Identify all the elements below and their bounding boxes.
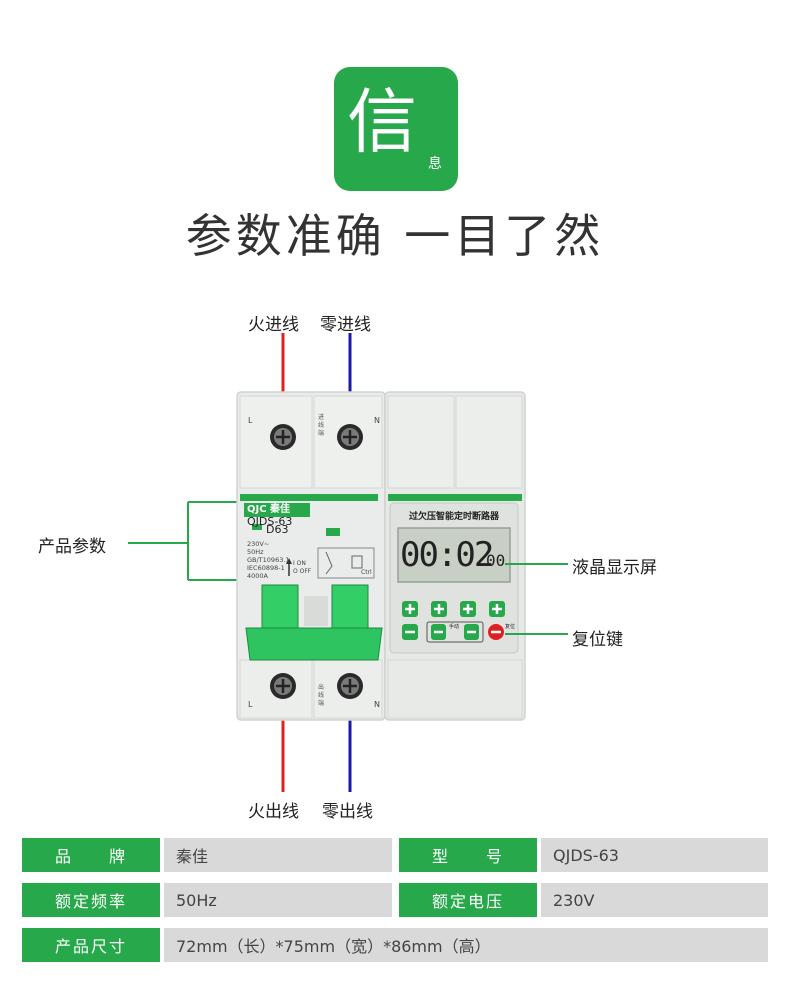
spec-key-voltage: 额定电压 xyxy=(399,883,537,917)
lcd-time: 00:02 xyxy=(400,535,494,575)
product-params-label: 产品参数 xyxy=(38,537,106,557)
panel-title: 过欠压智能定时断路器 xyxy=(408,512,499,522)
spec-key-model: 型 号 xyxy=(399,838,537,872)
badge-sub-char: 息 xyxy=(428,156,442,172)
info-badge: 信 息 xyxy=(334,67,458,191)
spec-value-voltage: 230V xyxy=(541,883,768,917)
page-headline: 参数准确 一目了然 xyxy=(185,209,605,263)
ctrl-label: Ctrl xyxy=(361,569,372,576)
spec-value-brand: 秦佳 xyxy=(164,838,392,872)
spec-value-dimensions: 72mm（长）*75mm（宽）*86mm（高） xyxy=(164,928,768,962)
lcd-seconds: 00 xyxy=(486,551,506,570)
spec-value-model: QJDS-63 xyxy=(541,838,768,872)
inlet-label: 进线端 xyxy=(318,414,325,437)
reset-button-label: 复位 xyxy=(505,624,516,630)
neutral-out-label: 零出线 xyxy=(322,802,373,822)
spec-key-brand: 品 牌 xyxy=(22,838,160,872)
terminal-n-bottom: N xyxy=(374,700,380,709)
live-out-label: 火出线 xyxy=(248,802,299,822)
lcd-label: 液晶显示屏 xyxy=(572,558,657,578)
breaker-illustration xyxy=(128,333,568,792)
neutral-in-label: 零进线 xyxy=(320,315,371,335)
live-in-label: 火进线 xyxy=(248,315,299,335)
badge-main-char: 信 xyxy=(347,81,417,163)
spec-value-frequency: 50Hz xyxy=(164,883,392,917)
spec-key-frequency: 额定频率 xyxy=(22,883,160,917)
device-spec-list: 230V~ 50Hz GB/T10963.1 IEC60898-1 4000A xyxy=(247,540,290,580)
terminal-l-top: L xyxy=(248,416,253,425)
reset-key-label: 复位键 xyxy=(572,630,623,650)
terminal-l-bottom: L xyxy=(248,700,253,709)
outlet-label: 出线端 xyxy=(318,684,325,707)
lcd-screen xyxy=(397,527,511,583)
device-rating: D63 xyxy=(266,523,289,536)
brand-logo: QJC 秦佳 xyxy=(247,504,291,515)
device-model: QJDS-63 xyxy=(247,515,293,528)
spec-key-dimensions: 产品尺寸 xyxy=(22,928,160,962)
terminal-n-top: N xyxy=(374,416,380,425)
on-off-labels: I ON O OFF xyxy=(293,560,312,575)
manual-label: 手动 xyxy=(449,624,460,630)
